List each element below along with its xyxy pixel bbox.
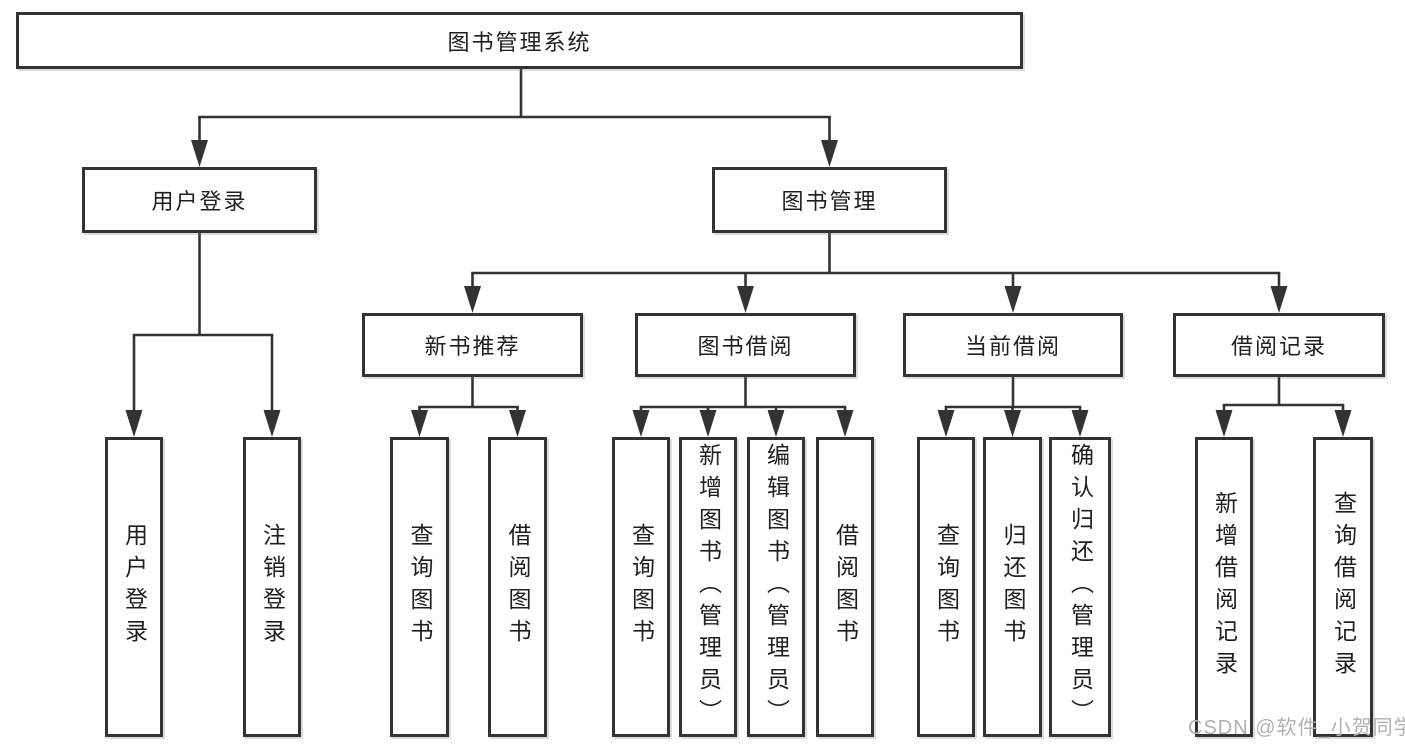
node-label: 新书推荐 [424,334,521,359]
node-label: 查询借阅记录 [1330,491,1357,683]
arrowhead-icon [836,410,854,437]
node-label: 用户登录 [151,189,248,214]
node-br-add-record: 新增借阅记录 [1195,437,1253,737]
node-current-borrow: 当前借阅 [903,313,1123,377]
arrowhead-icon [821,140,838,167]
node-borrow-records: 借阅记录 [1173,313,1385,377]
node-user-login: 用户登录 [82,167,317,233]
node-logout: 注销登录 [243,437,301,737]
arrowhead-icon [1215,410,1233,437]
arrowhead-icon [1004,286,1022,313]
arrowhead-icon [464,286,481,313]
arrowhead-icon [1004,410,1021,437]
node-label: 图书管理系统 [447,29,592,55]
arrowhead-icon [767,410,785,437]
node-label: 注销登录 [259,523,286,651]
arrowhead-icon [1334,410,1352,437]
arrowhead-icon [125,410,143,437]
node-bb-borrow-book: 借阅图书 [816,437,874,737]
arrowhead-icon [937,410,955,437]
node-label: 图书管理 [781,189,878,214]
node-label: 借阅图书 [832,523,859,651]
arrowhead-icon [411,410,428,437]
node-nbr-borrow-book: 借阅图书 [488,437,547,737]
arrowhead-icon [191,140,208,167]
node-login: 用户登录 [105,437,163,737]
node-label: 查询图书 [628,523,655,651]
node-label: 归还图书 [1000,523,1026,651]
node-label: 查询图书 [407,523,433,651]
arrowhead-icon [1270,286,1288,313]
node-nbr-query-book: 查询图书 [390,437,449,737]
node-cb-confirm-return: 确认归还（管理员） [1049,437,1111,737]
node-book-borrow: 图书借阅 [635,313,856,377]
node-label: 新增借阅记录 [1211,491,1238,683]
node-label: 借阅图书 [505,523,531,651]
node-cb-return-book: 归还图书 [983,437,1042,737]
node-label: 用户登录 [121,523,148,651]
node-label: 当前借阅 [964,334,1061,359]
node-label: 新增图书（管理员） [695,443,722,731]
node-label: 查询图书 [933,523,960,651]
node-label: 确认归还（管理员） [1067,443,1094,731]
node-cb-query-book: 查询图书 [917,437,975,737]
node-label: 编辑图书（管理员） [763,443,790,731]
node-bb-add-book: 新增图书（管理员） [679,437,737,737]
node-br-query-record: 查询借阅记录 [1313,437,1373,737]
arrowhead-icon [263,410,281,437]
node-label: 借阅记录 [1230,334,1327,359]
arrowhead-icon [737,286,754,313]
watermark: CSDN @软件_小贺同学 [1188,717,1405,739]
arrowhead-icon [632,410,650,437]
arrowhead-icon [509,410,526,437]
node-new-book-rec: 新书推荐 [362,313,583,377]
node-bb-edit-book: 编辑图书（管理员） [747,437,805,737]
node-root: 图书管理系统 [16,12,1023,69]
node-book-mgmt: 图书管理 [712,167,947,233]
arrowhead-icon [1071,410,1089,437]
arrowhead-icon [699,410,717,437]
node-label: 图书借阅 [697,334,794,359]
node-bb-query-book: 查询图书 [612,437,670,737]
